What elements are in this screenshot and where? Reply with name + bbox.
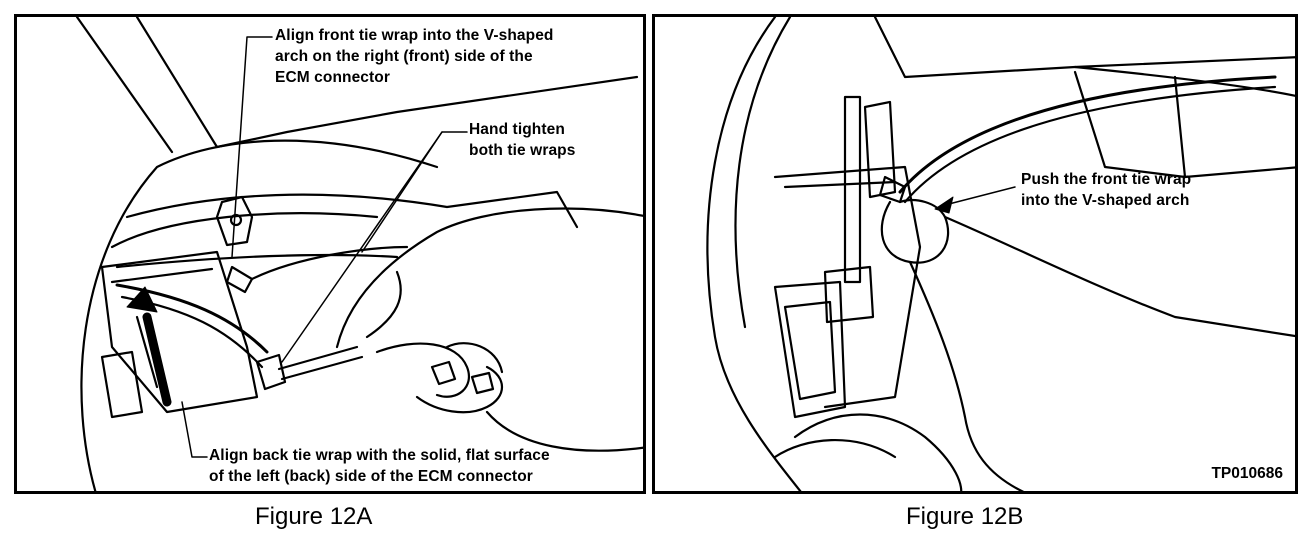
figure-12a-illustration bbox=[75, 17, 643, 491]
callout-push-front-tie-wrap: Push the front tie wrap into the V-shape… bbox=[1021, 171, 1192, 209]
callout-hand-tighten: Hand tighten both tie wraps bbox=[469, 121, 576, 159]
figure-12b-illustration bbox=[706, 17, 1295, 491]
callout-front-tie-wrap: Align front tie wrap into the V-shaped a… bbox=[275, 27, 554, 86]
figure-id-code: TP010686 bbox=[1211, 465, 1283, 482]
figure-12b-panel: Push the front tie wrap into the V-shape… bbox=[652, 14, 1298, 494]
figure-12b-caption: Figure 12B bbox=[906, 503, 1024, 530]
callout-back-tie-wrap: Align back tie wrap with the solid, flat… bbox=[209, 447, 550, 485]
figure-12a-caption: Figure 12A bbox=[255, 503, 373, 530]
figure-12a-panel: Align front tie wrap into the V-shaped a… bbox=[14, 14, 646, 494]
